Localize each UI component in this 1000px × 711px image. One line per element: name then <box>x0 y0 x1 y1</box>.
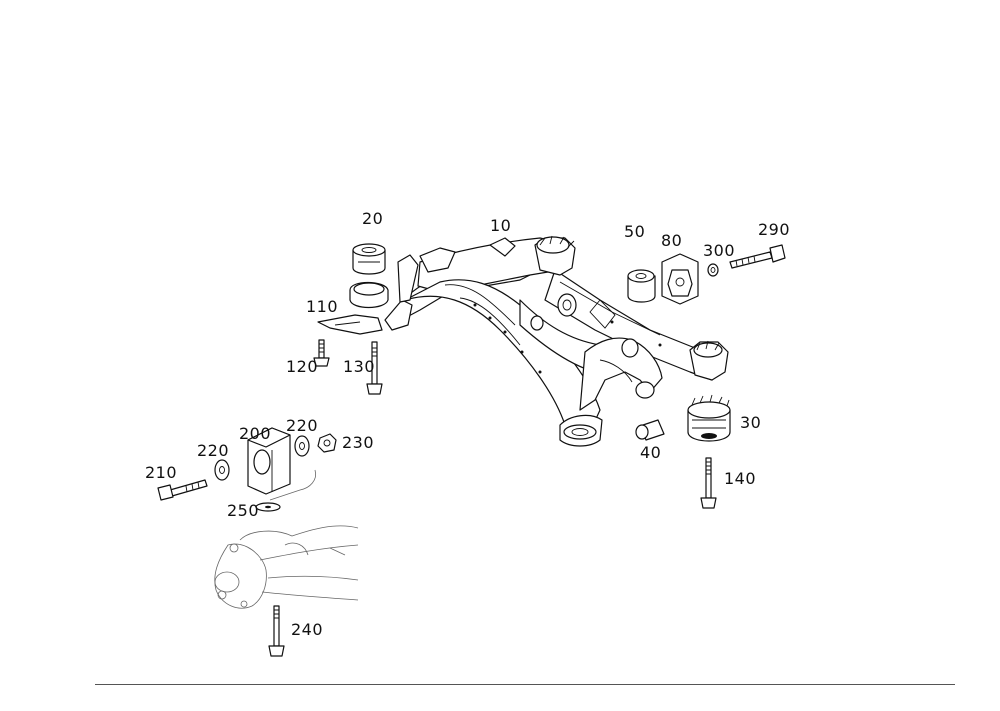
washer-220-left[interactable] <box>214 459 230 481</box>
label-110: 110 <box>306 297 339 316</box>
label-240: 240 <box>291 620 324 639</box>
label-220-right: 220 <box>286 416 319 435</box>
label-230: 230 <box>342 433 375 452</box>
bolt-240[interactable] <box>268 605 285 657</box>
bushing-50[interactable] <box>627 269 656 303</box>
label-30: 30 <box>740 413 762 432</box>
bolt-130[interactable] <box>366 341 383 395</box>
label-210: 210 <box>145 463 178 482</box>
bracket-110[interactable] <box>317 281 389 335</box>
label-80: 80 <box>661 231 683 250</box>
label-20: 20 <box>362 209 384 228</box>
mount-80[interactable] <box>661 253 699 305</box>
label-50: 50 <box>624 222 646 241</box>
label-120: 120 <box>286 357 319 376</box>
washer-300[interactable] <box>707 263 719 277</box>
label-290: 290 <box>758 220 791 239</box>
bearing-200[interactable] <box>247 427 291 495</box>
label-10: 10 <box>490 216 512 235</box>
label-220-left: 220 <box>197 441 230 460</box>
bushing-30[interactable] <box>687 394 731 442</box>
washer-220-right[interactable] <box>294 435 310 457</box>
bolt-210[interactable] <box>157 479 208 501</box>
bolt-120[interactable] <box>313 339 330 367</box>
axle-housing-outline <box>214 469 359 609</box>
washer-250[interactable] <box>255 502 281 512</box>
label-300: 300 <box>703 241 736 260</box>
label-40: 40 <box>640 443 662 462</box>
label-250: 250 <box>227 501 260 520</box>
label-140: 140 <box>724 469 757 488</box>
bushing-20[interactable] <box>352 243 386 275</box>
footer-rule <box>95 684 955 685</box>
nut-230[interactable] <box>317 433 337 453</box>
bolt-290[interactable] <box>729 244 786 269</box>
subframe-10[interactable] <box>384 235 729 447</box>
bolt-140[interactable] <box>700 457 717 509</box>
label-200: 200 <box>239 424 272 443</box>
label-130: 130 <box>343 357 376 376</box>
bushing-40[interactable] <box>635 419 665 441</box>
